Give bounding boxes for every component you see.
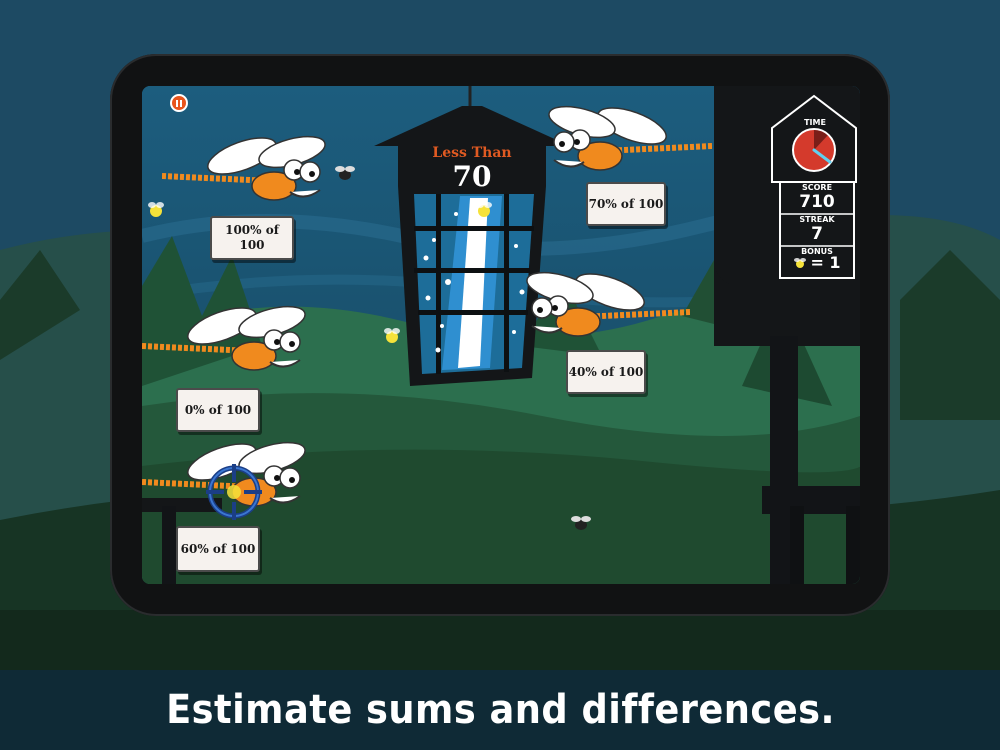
dragonfly-label-text: 70% of 100 xyxy=(588,196,664,211)
hud-streak: STREAK 7 xyxy=(780,215,854,243)
hud-time-label-wrap: TIME xyxy=(794,110,836,129)
dragonfly-label-text: 100% of 100 xyxy=(225,223,279,252)
dragonfly[interactable] xyxy=(142,432,312,532)
dragonfly-label-text: 0% of 100 xyxy=(184,402,252,417)
dragonfly[interactable] xyxy=(520,262,690,362)
hud-bonus-label: BONUS xyxy=(801,247,833,256)
firefly-icon[interactable] xyxy=(474,200,494,220)
hud-score-label: SCORE xyxy=(801,183,833,192)
target-title-text: Less Than xyxy=(432,145,512,161)
dragonfly-label: 60% of 100 xyxy=(176,526,260,572)
firefly-icon[interactable] xyxy=(146,200,166,220)
fly-icon[interactable] xyxy=(334,164,356,182)
dragonfly-label: 40% of 100 xyxy=(566,350,646,394)
hud-bonus: BONUS = 1 xyxy=(780,247,854,272)
hud-score: SCORE 710 xyxy=(780,183,854,211)
crosshair-icon xyxy=(206,464,262,520)
firefly-icon xyxy=(794,258,807,268)
game-scene xyxy=(142,86,860,584)
hud-score-value: 710 xyxy=(799,192,835,212)
dragonfly-label: 70% of 100 xyxy=(586,182,666,226)
hud-bonus-value: = 1 xyxy=(810,253,841,272)
dragonfly[interactable] xyxy=(142,296,312,396)
dragonfly-label-text: 60% of 100 xyxy=(180,541,256,556)
firefly-icon[interactable] xyxy=(382,326,402,346)
hud-panel xyxy=(771,94,857,279)
dragonfly[interactable] xyxy=(162,126,332,226)
dragonfly[interactable] xyxy=(542,96,712,196)
caption-text: Estimate sums and differences. xyxy=(165,687,835,733)
hud-streak-value: 7 xyxy=(811,224,823,244)
hud-time-label: TIME xyxy=(804,118,826,127)
hud-streak-label: STREAK xyxy=(799,215,835,224)
caption-bar: Estimate sums and differences. xyxy=(0,670,1000,750)
time-remaining-wedge xyxy=(814,130,828,150)
dragonfly-label: 100% of 100 xyxy=(210,216,294,260)
target-title: Less Than xyxy=(380,142,564,161)
target-value-text: 70 xyxy=(452,160,492,193)
game-screen[interactable]: Less Than 70 TIME SCORE 710 STREAK 7 BON… xyxy=(142,86,860,584)
fly-icon[interactable] xyxy=(570,514,592,532)
dragonfly-label: 0% of 100 xyxy=(176,388,260,432)
target-value: 70 xyxy=(380,160,564,193)
dragonfly-label-text: 40% of 100 xyxy=(568,364,644,379)
pause-button[interactable] xyxy=(170,94,188,112)
